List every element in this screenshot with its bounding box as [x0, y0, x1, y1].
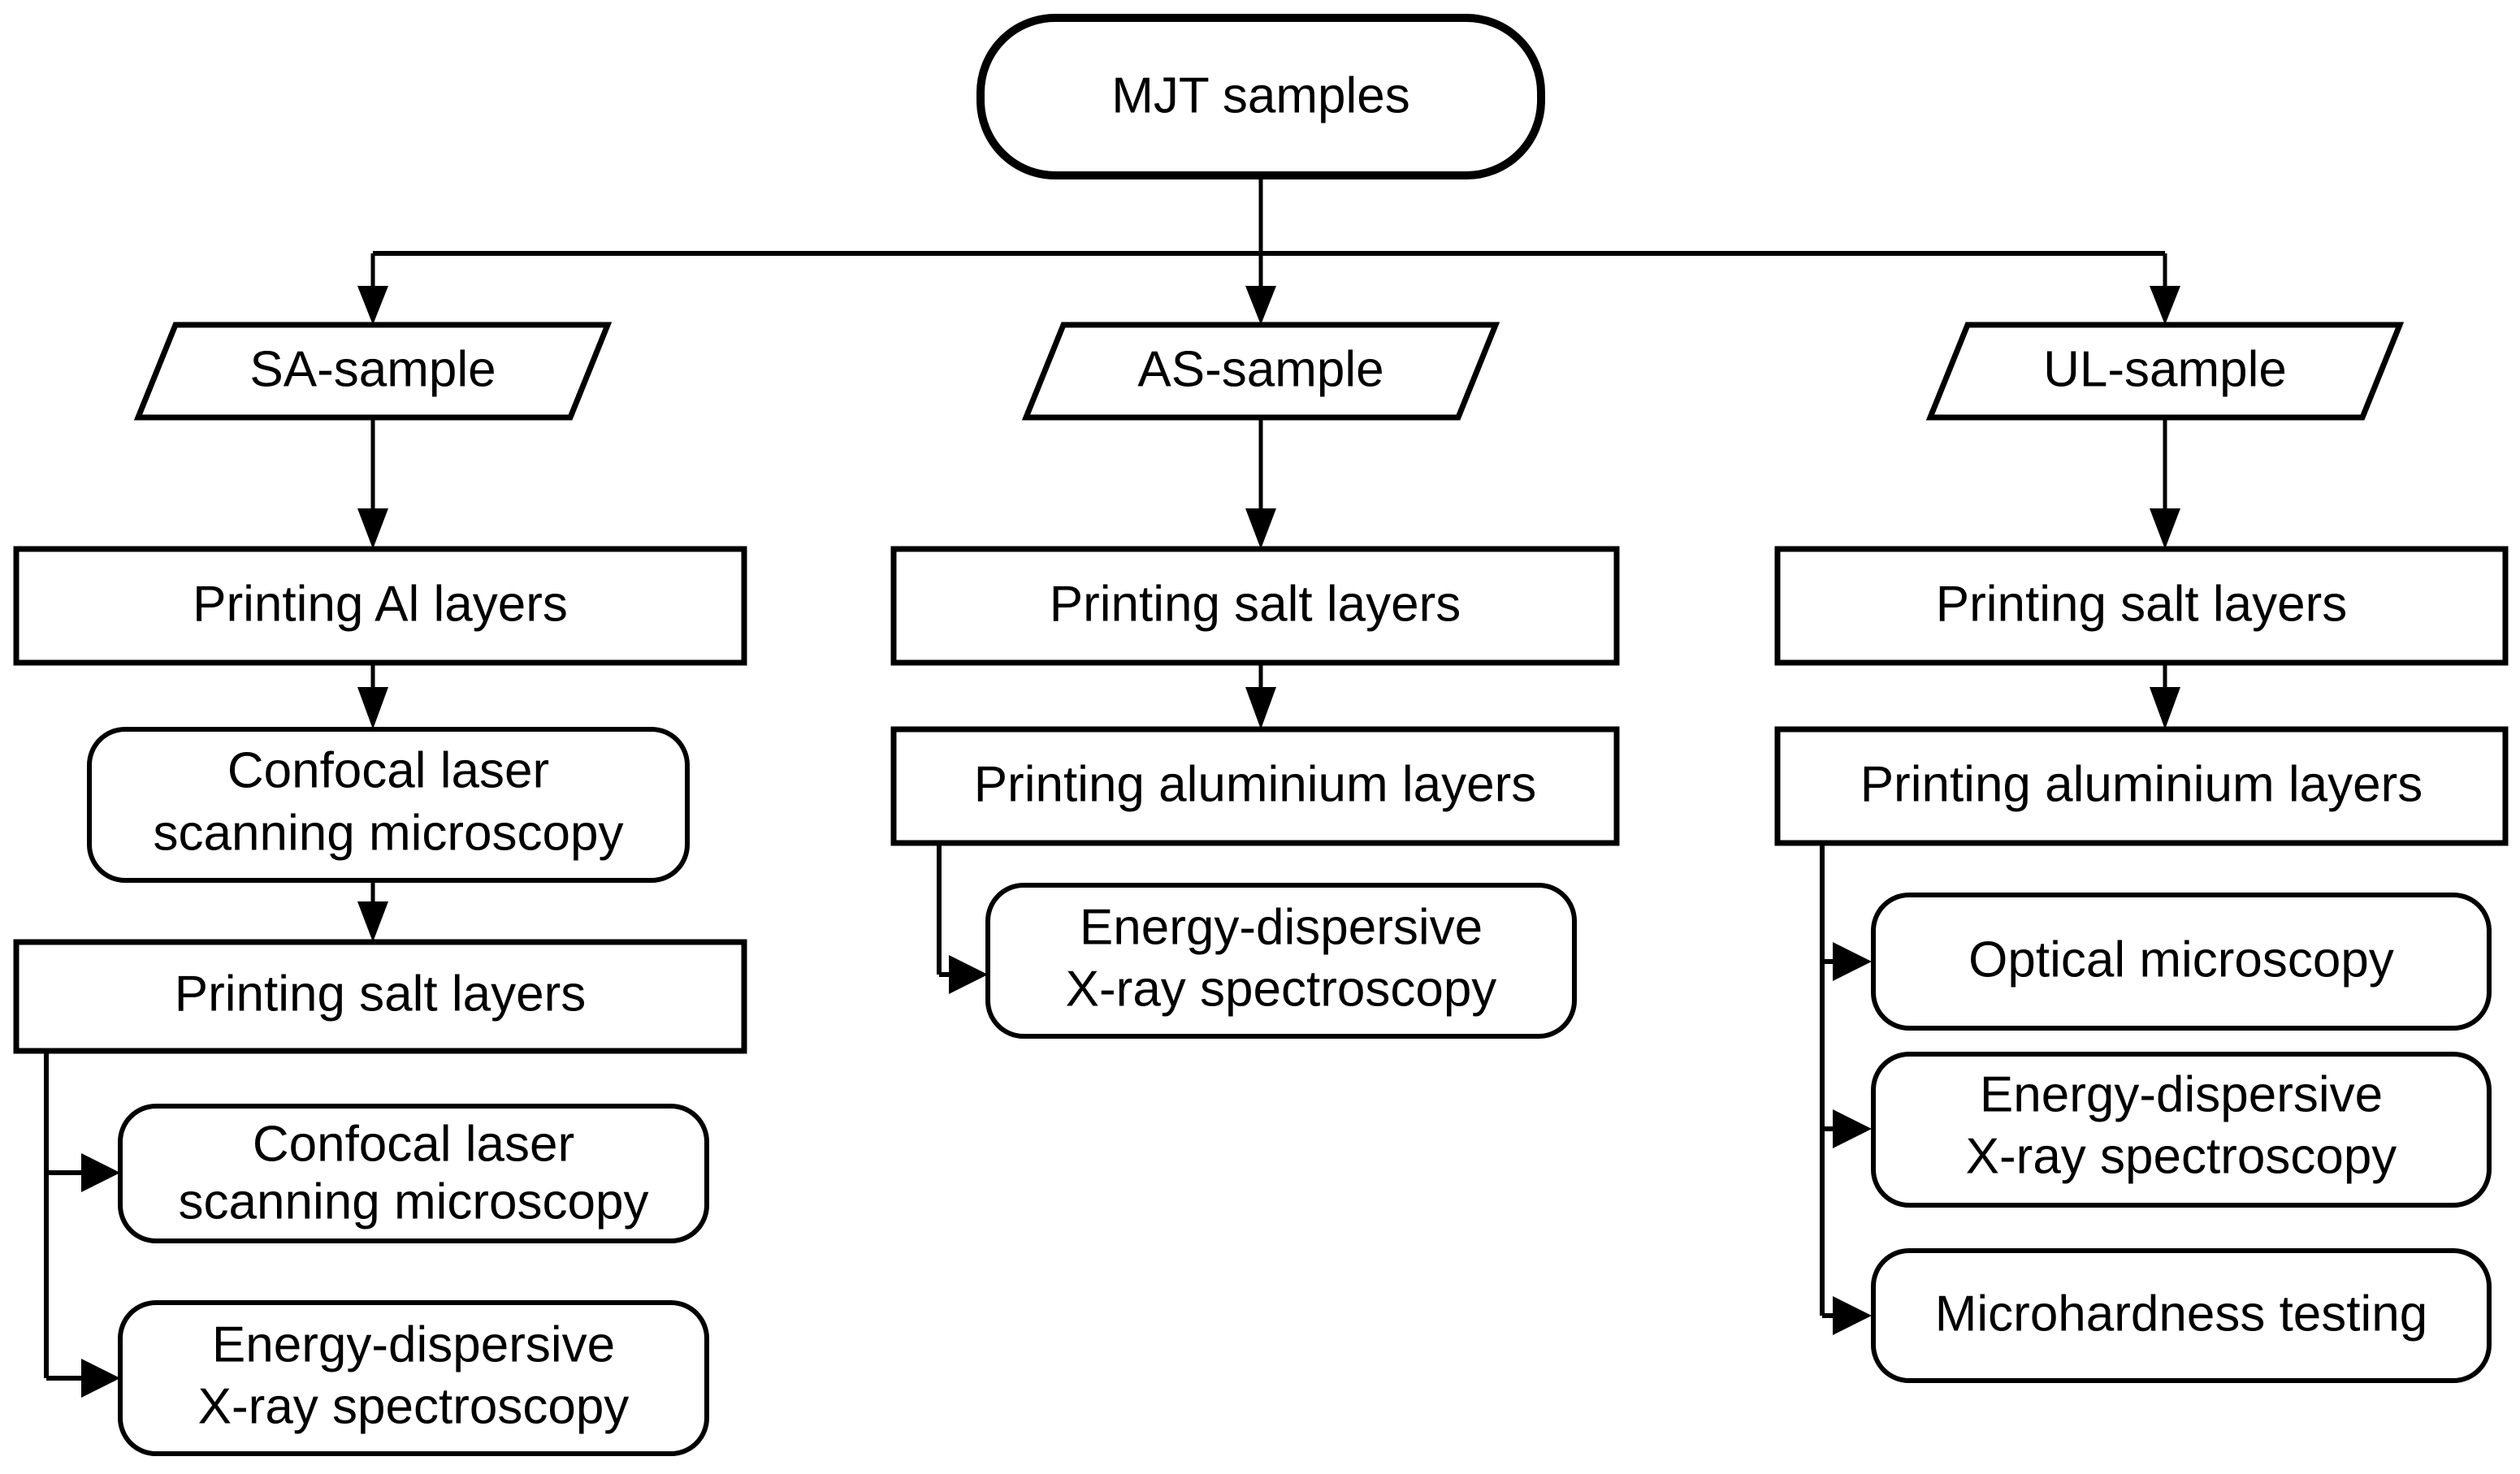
node-sample-ul-label: UL-sample	[2043, 341, 2287, 397]
node-sample-ul[interactable]: UL-sample	[1925, 322, 2405, 421]
edge-ul-sample-to-print-salt	[2150, 420, 2180, 549]
node-ul-edx-label-line2: X-ray spectroscopy	[1966, 1128, 2397, 1184]
node-sa-print-al[interactable]: Printing Al layers	[13, 546, 747, 666]
node-root-label: MJT samples	[1111, 67, 1410, 123]
edge-clsm-to-print-salt	[357, 880, 388, 942]
edge-as-al-branch-to-edx	[937, 841, 988, 994]
node-sa-print-salt-label: Printing salt layers	[175, 966, 587, 1022]
node-as-edx[interactable]: Energy-dispersive X-ray spectroscopy	[985, 883, 1577, 1039]
node-sa-clsm-2-label-line1: Confocal laser	[253, 1116, 574, 1172]
edge-sa-salt-branch	[44, 1049, 120, 1398]
node-root[interactable]: MJT samples	[976, 14, 1545, 179]
node-sa-print-salt[interactable]: Printing salt layers	[13, 939, 747, 1054]
node-as-edx-label-line2: X-ray spectroscopy	[1066, 961, 1497, 1017]
node-sa-edx-label-line2: X-ray spectroscopy	[198, 1378, 630, 1434]
node-sa-clsm-1-label-line2: scanning microscopy	[154, 805, 624, 861]
node-ul-edx[interactable]: Energy-dispersive X-ray spectroscopy	[1871, 1052, 2492, 1208]
node-sa-edx[interactable]: Energy-dispersive X-ray spectroscopy	[118, 1300, 709, 1456]
node-ul-optical[interactable]: Optical microscopy	[1871, 893, 2492, 1031]
edge-sa-sample-to-print-al	[357, 420, 388, 549]
node-ul-edx-label-line1: Energy-dispersive	[1980, 1066, 2383, 1122]
edge-bus-to-ul-sample	[2150, 253, 2180, 325]
node-as-print-al-label: Printing aluminium layers	[974, 756, 1537, 812]
node-sa-clsm-2[interactable]: Confocal laser scanning microscopy	[118, 1104, 709, 1243]
node-sa-edx-label-line1: Energy-dispersive	[212, 1316, 615, 1372]
node-sample-as[interactable]: AS-sample	[1021, 322, 1500, 421]
node-as-print-al[interactable]: Printing aluminium layers	[890, 726, 1620, 846]
node-sample-sa[interactable]: SA-sample	[133, 322, 613, 421]
edge-as-salt-to-print-al	[1245, 661, 1276, 729]
node-ul-optical-label: Optical microscopy	[1968, 932, 2394, 988]
edge-ul-salt-to-print-al	[2150, 661, 2180, 729]
edge-ul-al-branch	[1820, 841, 1872, 1335]
node-as-edx-label-line1: Energy-dispersive	[1080, 899, 1483, 955]
node-ul-print-salt[interactable]: Printing salt layers	[1774, 546, 2509, 666]
node-sa-print-al-label: Printing Al layers	[193, 576, 568, 632]
edge-bus-to-as-sample	[1245, 253, 1276, 325]
node-sa-clsm-1[interactable]: Confocal laser scanning microscopy	[87, 727, 690, 883]
node-sa-clsm-1-label-line1: Confocal laser	[227, 742, 549, 798]
edge-bus-to-sa-sample	[357, 253, 388, 325]
node-ul-microhardness[interactable]: Microhardness testing	[1871, 1248, 2492, 1383]
node-sample-sa-label: SA-sample	[249, 341, 496, 397]
node-ul-microhardness-label: Microhardness testing	[1935, 1286, 2428, 1342]
node-ul-print-salt-label: Printing salt layers	[1936, 576, 2348, 632]
node-as-print-salt[interactable]: Printing salt layers	[890, 546, 1620, 666]
node-ul-print-al[interactable]: Printing aluminium layers	[1774, 726, 2509, 846]
node-ul-print-al-label: Printing aluminium layers	[1860, 756, 2423, 812]
edge-print-al-to-clsm	[357, 661, 388, 729]
node-sa-clsm-2-label-line2: scanning microscopy	[179, 1174, 649, 1230]
edge-as-sample-to-print-salt	[1245, 420, 1276, 549]
node-sample-as-label: AS-sample	[1137, 341, 1383, 397]
node-as-print-salt-label: Printing salt layers	[1050, 576, 1461, 632]
